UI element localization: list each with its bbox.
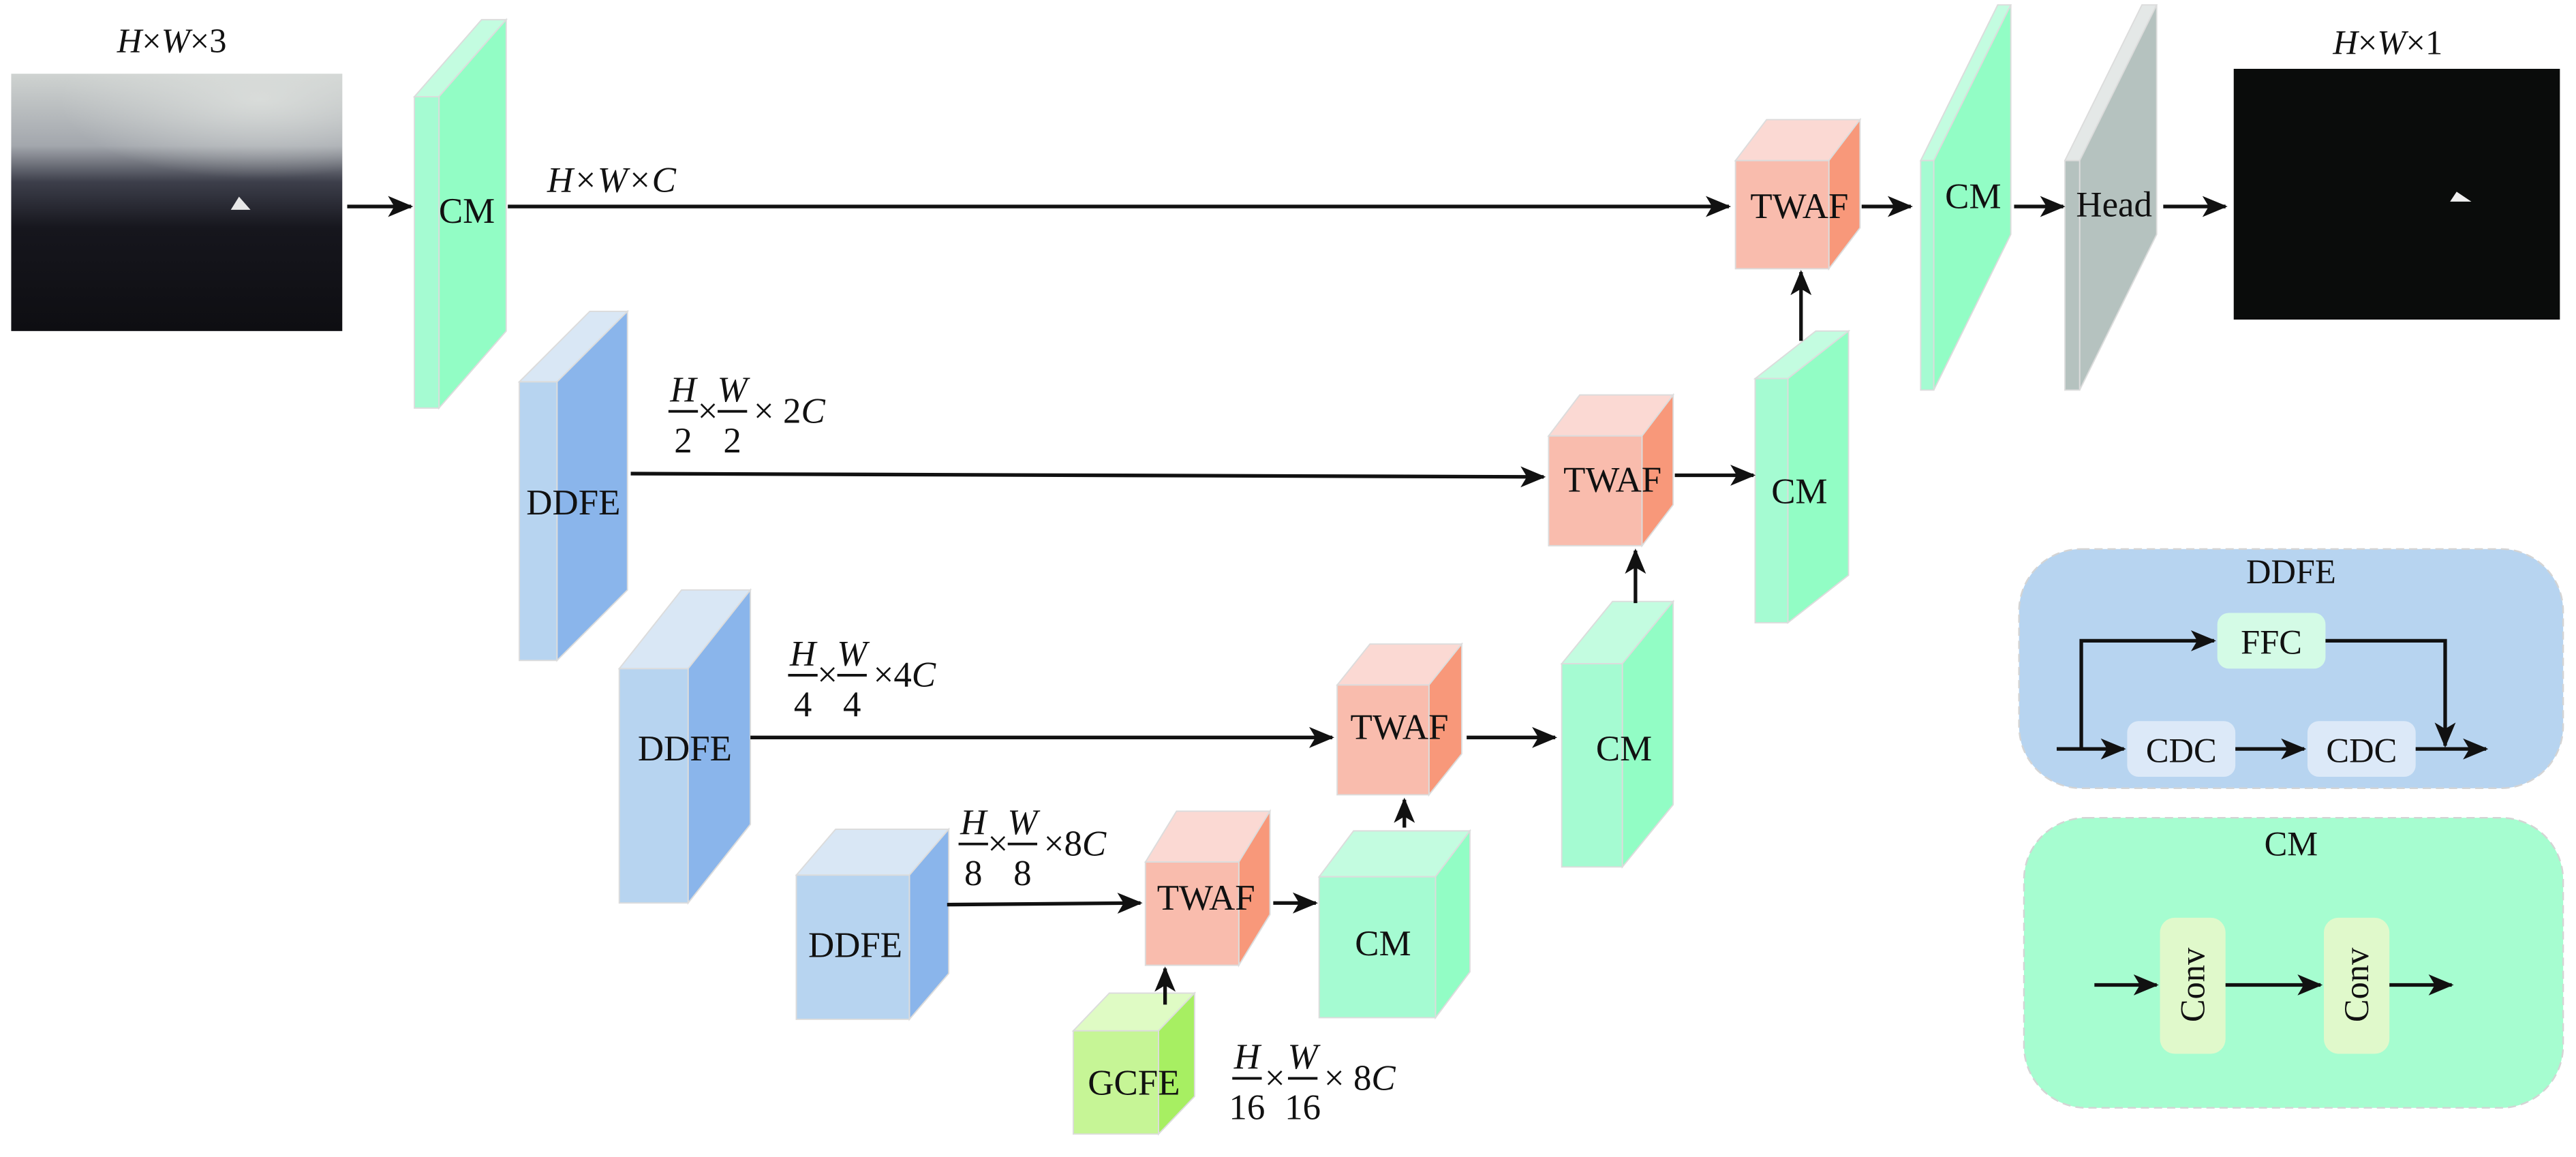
cm-block-1-label: CM bbox=[1771, 472, 1827, 511]
gcfe-block: GCFE bbox=[1071, 991, 1197, 1136]
numerator-h: H bbox=[1233, 1037, 1262, 1077]
predicted-target-blob bbox=[2450, 191, 2472, 202]
channel-factor: × 8C bbox=[1324, 1058, 1396, 1098]
times-sign: × bbox=[817, 655, 838, 695]
numerator-w: W bbox=[837, 634, 870, 673]
cm-block-0: CM bbox=[1919, 4, 2012, 391]
cm-top-block: CM bbox=[412, 18, 508, 410]
dim-label-level0: H×W×C bbox=[547, 160, 677, 200]
denominator: 2 bbox=[674, 421, 692, 461]
legend-ddfe-panel: DDFE FFC CDC CDC bbox=[2018, 548, 2564, 790]
cm-top-block-front-face bbox=[414, 95, 440, 409]
conv-block-1 bbox=[2160, 917, 2226, 1054]
head-block-front-face bbox=[2064, 159, 2081, 391]
cm-top-block-label: CM bbox=[439, 191, 495, 231]
ddfe-block-1: DDFE bbox=[517, 309, 630, 662]
legend-cm-panel: CM Conv Conv bbox=[2023, 816, 2564, 1109]
cm-block-3-label: CM bbox=[1355, 924, 1411, 963]
output-mask-image bbox=[2233, 69, 2560, 320]
twaf-block-0-label: TWAF bbox=[1750, 187, 1848, 226]
times-sign: × bbox=[698, 392, 718, 431]
cdc-label-2: CDC bbox=[2326, 731, 2397, 769]
dim-label-level1: H2×W2× 2C bbox=[668, 370, 826, 461]
gcfe-block-front-face bbox=[1072, 1030, 1159, 1135]
legend-ddfe-title: DDFE bbox=[2246, 553, 2336, 591]
input-image bbox=[11, 74, 343, 331]
channel-factor: ×4C bbox=[874, 655, 936, 695]
cm-block-3-front-face bbox=[1318, 876, 1437, 1019]
twaf-block-0-front-face bbox=[1734, 159, 1830, 270]
twaf-block-3-front-face bbox=[1144, 861, 1240, 966]
dim-label-gcfe: H16×W16× 8C bbox=[1229, 1037, 1396, 1128]
cdc-block-1 bbox=[2127, 721, 2236, 777]
legend-ddfe-arrow-to-ffc bbox=[2079, 630, 2216, 750]
twaf-block-2-front-face bbox=[1336, 684, 1430, 796]
times-sign: × bbox=[1265, 1058, 1285, 1098]
legend-cm-title: CM bbox=[2265, 824, 2318, 863]
ddfe-block-2-front-face bbox=[618, 668, 689, 904]
blocks-layer: CM DDFE DDFE DDFE GCFE TWAF TWAF TWAF TWAF CM CM CM… bbox=[412, 4, 2158, 1136]
channel-factor: ×8C bbox=[1044, 824, 1107, 863]
cm-block-0-label: CM bbox=[1945, 176, 2001, 216]
input-size-label: H×W×3 bbox=[117, 22, 227, 60]
numerator-w: W bbox=[718, 370, 751, 410]
numerator-h: H bbox=[669, 370, 698, 410]
cm-block-2-label: CM bbox=[1596, 729, 1652, 769]
ddfe-block-2: DDFE bbox=[617, 588, 752, 905]
twaf-block-1-front-face bbox=[1548, 435, 1643, 546]
denominator: 16 bbox=[1285, 1088, 1321, 1128]
ddfe-block-3-label: DDFE bbox=[808, 926, 902, 966]
twaf-block-3: TWAF bbox=[1144, 809, 1272, 968]
twaf-block-1: TWAF bbox=[1547, 392, 1675, 548]
conv-block-2 bbox=[2324, 917, 2390, 1054]
output-size-label: H×W×1 bbox=[2332, 23, 2442, 61]
cm-block-2-front-face bbox=[1561, 663, 1623, 868]
twaf-block-0: TWAF bbox=[1734, 117, 1862, 271]
conv-label-2: Conv bbox=[2337, 947, 2376, 1022]
twaf-block-1-label: TWAF bbox=[1563, 461, 1661, 500]
cdc-label-1: CDC bbox=[2146, 731, 2217, 769]
denominator: 2 bbox=[723, 421, 741, 461]
denominator: 16 bbox=[1229, 1088, 1265, 1128]
ddfe-block-3-front-face bbox=[795, 874, 910, 1020]
ddfe-block-1-label: DDFE bbox=[526, 483, 620, 523]
twaf-block-3-label: TWAF bbox=[1157, 878, 1255, 918]
cm-block-1-front-face bbox=[1754, 377, 1789, 623]
cm-block-3: CM bbox=[1317, 829, 1471, 1020]
cm-block-0-front-face bbox=[1920, 159, 1935, 391]
channel-factor: × 2C bbox=[754, 392, 826, 431]
dim-label-level3: H8×W8×8C bbox=[958, 803, 1107, 893]
numerator-h: H bbox=[960, 803, 988, 842]
denominator: 8 bbox=[1013, 854, 1031, 893]
arrow-skip-level3 bbox=[947, 893, 1143, 914]
numerator-h: H bbox=[789, 634, 818, 673]
numerator-w: W bbox=[1007, 803, 1041, 842]
cm-block-2: CM bbox=[1560, 599, 1675, 869]
head-block: Head bbox=[2064, 4, 2158, 391]
conv-label-1: Conv bbox=[2173, 947, 2211, 1022]
times-sign: × bbox=[987, 824, 1008, 863]
ddfe-block-3: DDFE bbox=[795, 827, 951, 1021]
numerator-w: W bbox=[1288, 1037, 1321, 1077]
ffc-block bbox=[2217, 613, 2326, 669]
denominator: 4 bbox=[843, 685, 861, 724]
denominator: 8 bbox=[964, 854, 982, 893]
arrows-layer bbox=[347, 196, 2228, 1005]
ddfe-block-1-front-face bbox=[519, 381, 558, 662]
ffc-label: FFC bbox=[2241, 623, 2302, 662]
cm-block-1: CM bbox=[1753, 329, 1851, 624]
cdc-block-2 bbox=[2307, 721, 2416, 777]
twaf-block-2: TWAF bbox=[1336, 642, 1463, 797]
target-blob bbox=[230, 196, 251, 210]
twaf-block-2-label: TWAF bbox=[1351, 708, 1449, 747]
ddfe-block-2-label: DDFE bbox=[638, 729, 732, 769]
gcfe-block-label: GCFE bbox=[1088, 1064, 1180, 1103]
denominator: 4 bbox=[794, 685, 812, 724]
dim-label-level2: H4×W4×4C bbox=[788, 634, 936, 724]
head-block-label: Head bbox=[2076, 185, 2152, 224]
arrow-skip-level1 bbox=[630, 466, 1546, 488]
legend-ddfe-arrow-ffc-out bbox=[2325, 638, 2456, 748]
